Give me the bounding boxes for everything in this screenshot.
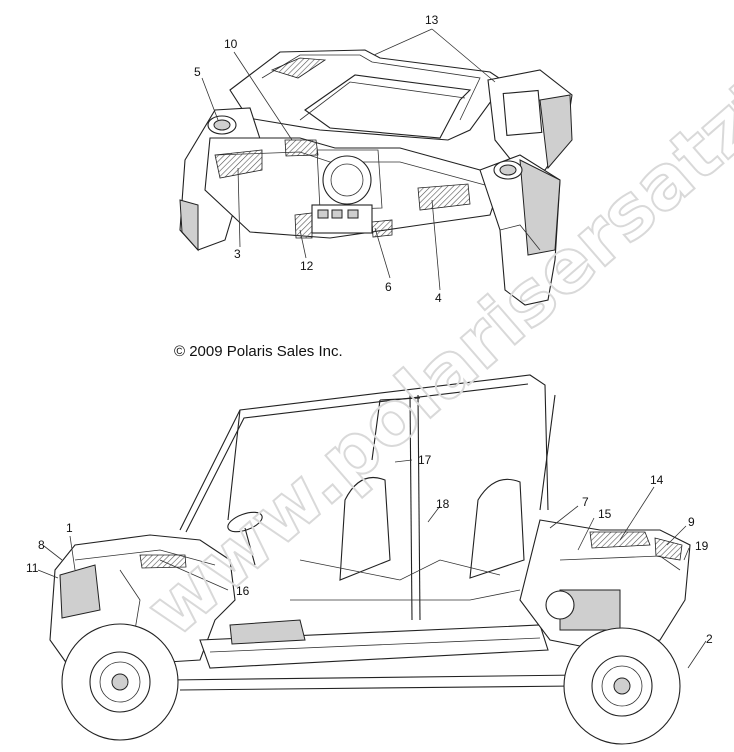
decal-10 bbox=[284, 139, 319, 157]
top-callout-leaders bbox=[201, 28, 496, 291]
callout-8: 8 bbox=[38, 538, 45, 552]
gauge-cluster bbox=[322, 155, 372, 205]
callout-9: 9 bbox=[688, 515, 695, 529]
callout-7: 7 bbox=[582, 495, 589, 509]
decal-right-box bbox=[502, 89, 543, 136]
decal-3 bbox=[214, 149, 263, 179]
callout-13: 13 bbox=[425, 13, 439, 27]
callout-4: 4 bbox=[435, 291, 442, 305]
decal-12 bbox=[294, 212, 313, 239]
front-seat bbox=[339, 476, 391, 581]
callout-1: 1 bbox=[66, 521, 73, 535]
steering-wheel bbox=[227, 511, 263, 533]
callout-6: 6 bbox=[385, 280, 392, 294]
rear-seat bbox=[469, 478, 525, 579]
callout-10: 10 bbox=[224, 37, 238, 51]
callout-15: 15 bbox=[598, 507, 612, 521]
callout-17: 17 bbox=[418, 453, 432, 467]
callout-2: 2 bbox=[706, 632, 713, 646]
callout-14: 14 bbox=[650, 473, 664, 487]
front-wheel bbox=[61, 623, 179, 741]
decal-9 bbox=[654, 537, 683, 561]
dashboard-assembly bbox=[179, 49, 573, 306]
copyright-text: © 2009 Polaris Sales Inc. bbox=[174, 343, 343, 360]
bottom-callout-leaders bbox=[37, 459, 707, 669]
callout-16: 16 bbox=[236, 584, 250, 598]
vehicle-side-view bbox=[49, 374, 691, 691]
callout-3: 3 bbox=[234, 247, 241, 261]
callout-19: 19 bbox=[695, 539, 709, 553]
rear-wheel bbox=[563, 627, 681, 745]
callout-18: 18 bbox=[436, 497, 450, 511]
decal-top-left bbox=[270, 57, 327, 79]
callout-5: 5 bbox=[194, 65, 201, 79]
decal-4 bbox=[417, 183, 471, 211]
callout-12: 12 bbox=[300, 259, 314, 273]
callout-11: 11 bbox=[26, 561, 39, 575]
